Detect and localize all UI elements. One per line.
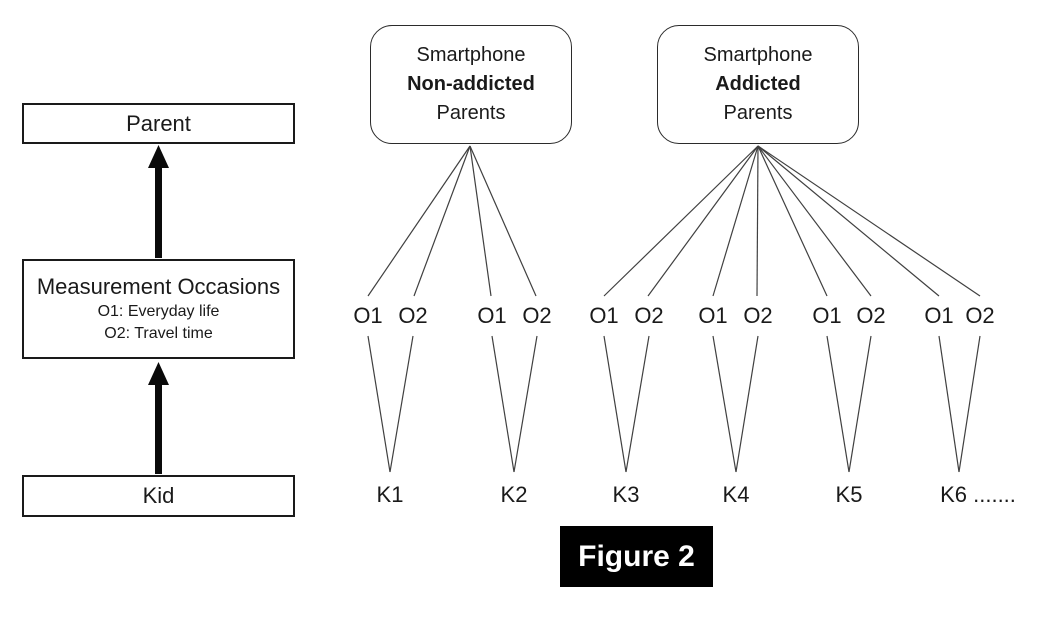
group-line-emphasis: Addicted <box>715 73 801 95</box>
measurement-occasions-box: Measurement Occasions O1: Everyday life … <box>22 259 295 359</box>
smartphone-nonaddicted-parents-box: Smartphone Non-addicted Parents <box>370 25 572 144</box>
kid-label-k2: K2 <box>500 482 528 507</box>
occasions-to-kids-lines <box>367 335 981 473</box>
up-arrow-kid-to-measurement <box>148 362 169 474</box>
occasion-label-o2: O2 <box>965 303 995 328</box>
occasion-label-o2: O2 <box>522 303 552 328</box>
kid-label-k6: K6 ....... <box>940 482 1016 507</box>
occasion-label-o1: O1 <box>698 303 728 328</box>
occasion-label-o1: O1 <box>589 303 619 328</box>
occasion-label-o1: O1 <box>477 303 507 328</box>
fan-nonaddicted-to-occasions <box>367 145 537 297</box>
figure-caption-text: Figure 2 <box>578 539 695 573</box>
kid-label: Kid <box>142 483 175 508</box>
figure-caption: Figure 2 <box>560 526 713 587</box>
measurement-title: Measurement Occasions <box>36 274 281 299</box>
occasion-label-o2: O2 <box>398 303 428 328</box>
kid-label-k3: K3 <box>612 482 640 507</box>
occasion-label-o2: O2 <box>856 303 886 328</box>
occasion-label-o1: O1 <box>353 303 383 328</box>
up-arrow-measurement-to-parent <box>148 145 169 258</box>
fan-addicted-to-occasions <box>603 145 981 297</box>
group-line: Parents <box>723 102 793 124</box>
measurement-line-travel: O2: Travel time <box>104 325 213 342</box>
group-line: Smartphone <box>703 44 813 66</box>
occasion-label-o2: O2 <box>634 303 664 328</box>
kid-label-k4: K4 <box>722 482 750 507</box>
parent-box: Parent <box>22 103 295 144</box>
occasion-label-o2: O2 <box>743 303 773 328</box>
group-line: Parents <box>436 102 506 124</box>
parent-label: Parent <box>126 110 191 136</box>
group-line-emphasis: Non-addicted <box>407 73 535 95</box>
kid-label-k1: K1 <box>376 482 404 507</box>
measurement-line-everyday: O1: Everyday life <box>97 303 220 320</box>
occasion-label-o1: O1 <box>812 303 842 328</box>
occasion-label-o1: O1 <box>924 303 954 328</box>
smartphone-addicted-parents-box: Smartphone Addicted Parents <box>657 25 859 144</box>
kid-box: Kid <box>22 475 295 517</box>
group-line: Smartphone <box>416 44 526 66</box>
kid-label-k5: K5 <box>835 482 863 507</box>
